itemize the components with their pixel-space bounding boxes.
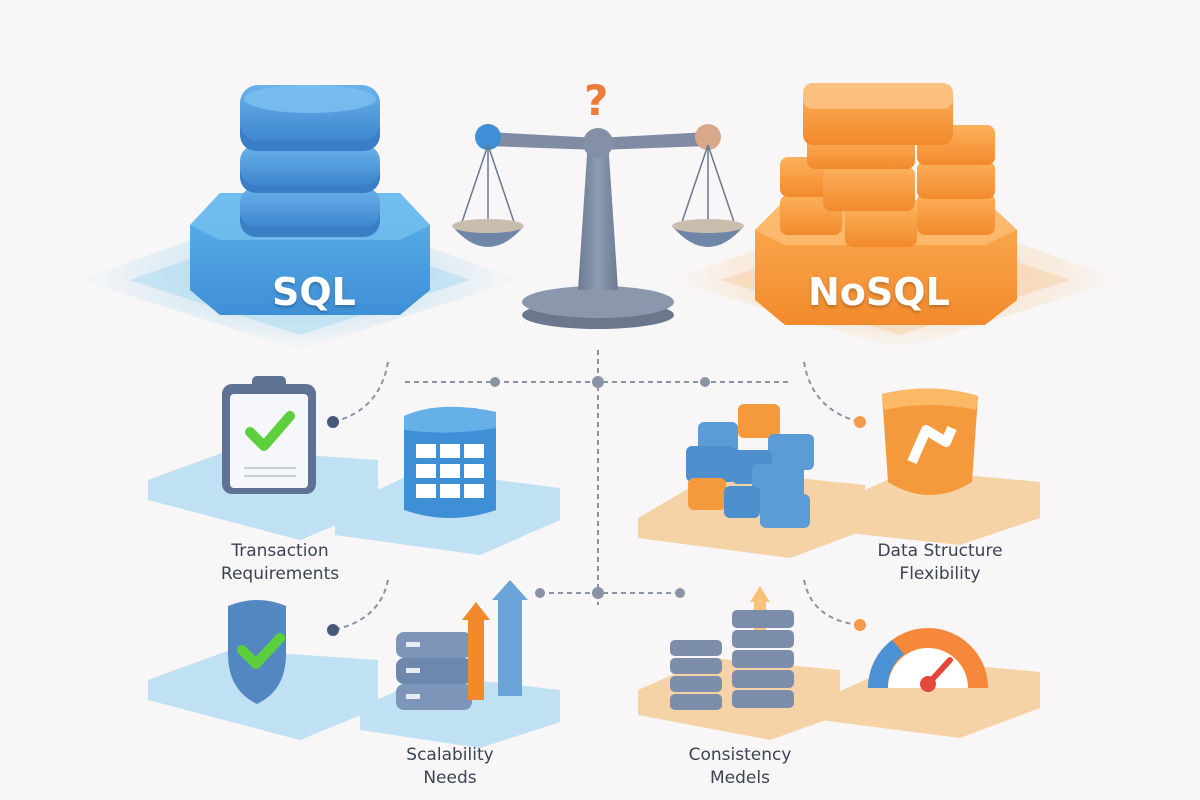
factor-label-consistency-models: Consistency Medels: [688, 745, 792, 788]
factor-label-scalability-needs: Scalability Needs: [406, 745, 494, 788]
sql-title: SQL: [272, 270, 356, 314]
scalability-needs-group: [148, 580, 560, 748]
sql-database-icon: [190, 85, 430, 315]
gauge-meter-icon: [868, 628, 988, 692]
nosql-blocks-icon: [755, 83, 1017, 325]
balance-scale-icon: [452, 124, 744, 329]
nosql-title: NoSQL: [808, 270, 950, 314]
shield-check-icon: [228, 600, 286, 704]
question-mark-symbol: ?: [584, 76, 609, 125]
server-growth-icon: [396, 580, 528, 710]
table-database-icon: [404, 406, 496, 518]
flexible-shield-icon: [882, 388, 978, 495]
factor-label-transaction-requirements: Transaction Requirements: [220, 541, 340, 584]
mixed-blocks-icon: [686, 404, 814, 528]
data-structure-flexibility-group: [638, 388, 1040, 558]
transaction-requirements-group: [148, 376, 560, 555]
server-stacks-icon: [670, 586, 794, 710]
clipboard-check-icon: [222, 376, 316, 494]
consistency-models-group: [638, 586, 1040, 740]
factor-label-data-structure-flexibility: Data Structure Flexibility: [877, 541, 1003, 584]
